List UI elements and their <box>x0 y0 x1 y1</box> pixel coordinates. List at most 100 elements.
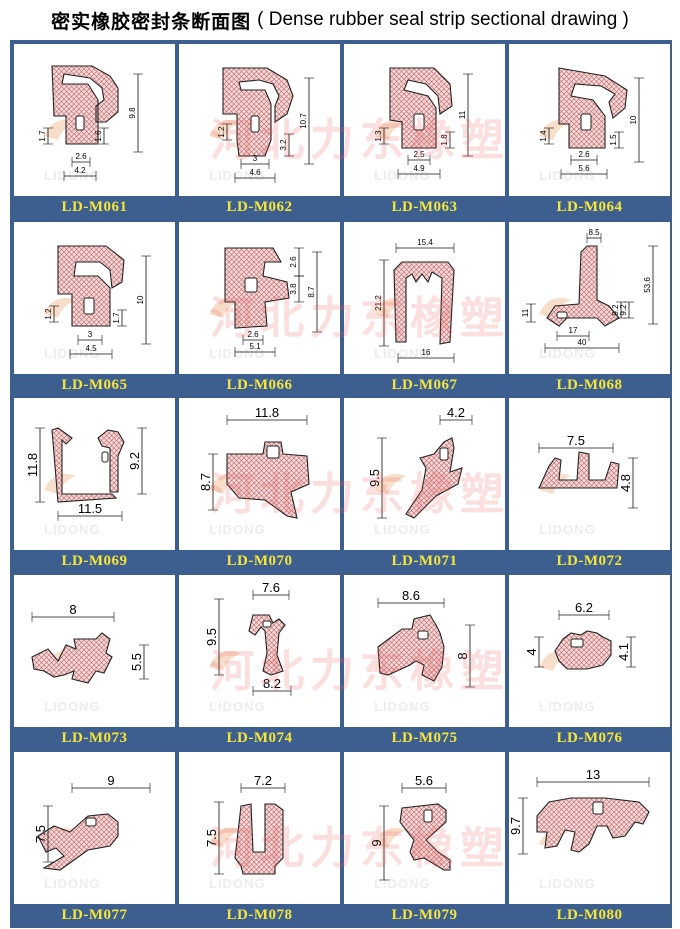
svg-text:8: 8 <box>69 602 76 617</box>
svg-text:3: 3 <box>88 330 93 339</box>
svg-text:8.2: 8.2 <box>263 676 281 691</box>
dimension-annotation: 9.2 <box>619 301 634 319</box>
svg-text:1.2: 1.2 <box>217 126 226 138</box>
seal-profile-shape <box>57 245 125 327</box>
dimension-annotation: 8 <box>31 602 115 622</box>
seal-hollow-cavity <box>75 115 85 131</box>
svg-text:9.5: 9.5 <box>367 469 382 487</box>
seal-profile-shape <box>399 803 451 871</box>
dimension-annotation: 1.4 <box>539 127 554 145</box>
svg-text:LIDONG: LIDONG <box>539 522 596 537</box>
dimension-annotation: 11.5 <box>57 501 123 521</box>
seal-model-code: LD-M080 <box>556 906 623 923</box>
seal-model-code: LD-M062 <box>226 198 293 215</box>
lidong-logo-watermark: LIDONG <box>374 119 431 183</box>
seal-profile-shape <box>536 797 650 853</box>
svg-text:5.6: 5.6 <box>578 164 590 173</box>
seal-profile-shape <box>546 245 620 327</box>
dimension-annotation: 4.8 <box>618 457 638 509</box>
seal-cross-section-drawing: LIDONG 4.2 9.5 <box>367 405 473 537</box>
svg-text:LIDONG: LIDONG <box>44 876 101 891</box>
svg-text:21.2: 21.2 <box>374 295 383 311</box>
dimension-annotation: 6.2 <box>558 600 610 620</box>
seal-model-code: LD-M074 <box>226 729 293 746</box>
seal-hollow-cavity <box>592 801 604 815</box>
svg-text:4.1: 4.1 <box>616 643 631 661</box>
svg-text:2.6: 2.6 <box>289 256 298 268</box>
seal-profile-shape <box>234 803 284 875</box>
dimension-annotation: 4.2 <box>63 166 97 181</box>
dimension-annotation: 9.5 <box>204 598 224 676</box>
seal-model-code: LD-M069 <box>61 552 128 569</box>
svg-text:9.8: 9.8 <box>128 107 137 119</box>
lidong-logo-watermark: LIDONG <box>539 119 595 183</box>
dimension-annotation: 4.1 <box>616 636 636 668</box>
seal-model-code: LD-M075 <box>391 729 458 746</box>
seal-hollow-cavity <box>417 630 429 640</box>
svg-text:8.7: 8.7 <box>307 286 316 298</box>
dimension-annotation: 7.5 <box>33 805 53 863</box>
seal-model-code: LD-M070 <box>226 552 293 569</box>
svg-text:LIDONG: LIDONG <box>374 168 431 183</box>
dimension-annotation: 8.2 <box>252 676 292 696</box>
seal-profile-shape <box>97 429 125 493</box>
svg-text:53.6: 53.6 <box>643 277 652 293</box>
svg-text:LIDONG: LIDONG <box>209 876 266 891</box>
svg-text:8.7: 8.7 <box>198 473 213 491</box>
dimension-annotation: 9 <box>71 773 151 793</box>
svg-text:5.6: 5.6 <box>415 773 433 788</box>
svg-text:9: 9 <box>107 773 114 788</box>
svg-text:4.2: 4.2 <box>447 405 465 420</box>
svg-text:7.5: 7.5 <box>204 829 219 847</box>
dimension-annotation: 4.5 <box>69 344 113 359</box>
dimension-annotation: 2.6 <box>71 152 91 167</box>
svg-text:4.9: 4.9 <box>413 164 425 173</box>
seal-profile-shape <box>554 630 612 670</box>
svg-text:1.5: 1.5 <box>609 134 618 146</box>
svg-text:7.6: 7.6 <box>262 580 280 595</box>
svg-text:7.5: 7.5 <box>567 433 585 448</box>
svg-text:4.5: 4.5 <box>85 344 97 353</box>
seal-profile-shape <box>51 65 119 145</box>
svg-text:LIDONG: LIDONG <box>44 699 101 714</box>
dimension-annotation: 11.8 <box>25 427 45 503</box>
seal-cross-section-drawing: LIDONG 7.5 4.8 <box>538 433 638 537</box>
seal-model-code: LD-M071 <box>391 552 458 569</box>
dimension-annotation: 4 <box>524 636 544 668</box>
dimension-annotation: 9.2 <box>127 427 147 495</box>
dimension-annotation: 1.8 <box>440 131 455 149</box>
svg-text:LIDONG: LIDONG <box>374 522 431 537</box>
seal-card-ld-m072: LIDONG 7.5 4.8 <box>509 398 670 550</box>
lidong-logo-watermark: LIDONG <box>209 297 265 361</box>
dimension-annotation: 7.5 <box>538 433 614 453</box>
svg-text:9.7: 9.7 <box>509 817 523 835</box>
svg-text:LIDONG: LIDONG <box>209 522 266 537</box>
dimension-annotation: 17 <box>556 326 590 341</box>
seal-hollow-cavity <box>85 817 97 827</box>
dimension-annotation: 5.5 <box>129 644 149 680</box>
dimension-annotation: 11 <box>458 73 473 157</box>
seal-profile-shape <box>51 427 118 503</box>
dimension-annotation: 10.7 <box>299 77 314 165</box>
dimension-annotation: 5.1 <box>234 342 276 357</box>
dimension-annotation: 10 <box>136 255 151 345</box>
seal-card-ld-m071: LIDONG 4.2 9.5 <box>344 398 505 550</box>
seal-model-code: LD-M064 <box>556 198 623 215</box>
svg-text:7.5: 7.5 <box>33 825 48 843</box>
title-english: ( Dense rubber seal strip sectional draw… <box>257 9 629 30</box>
dimension-annotation: 1.6 <box>94 127 109 145</box>
seal-profile-shape <box>31 632 113 684</box>
